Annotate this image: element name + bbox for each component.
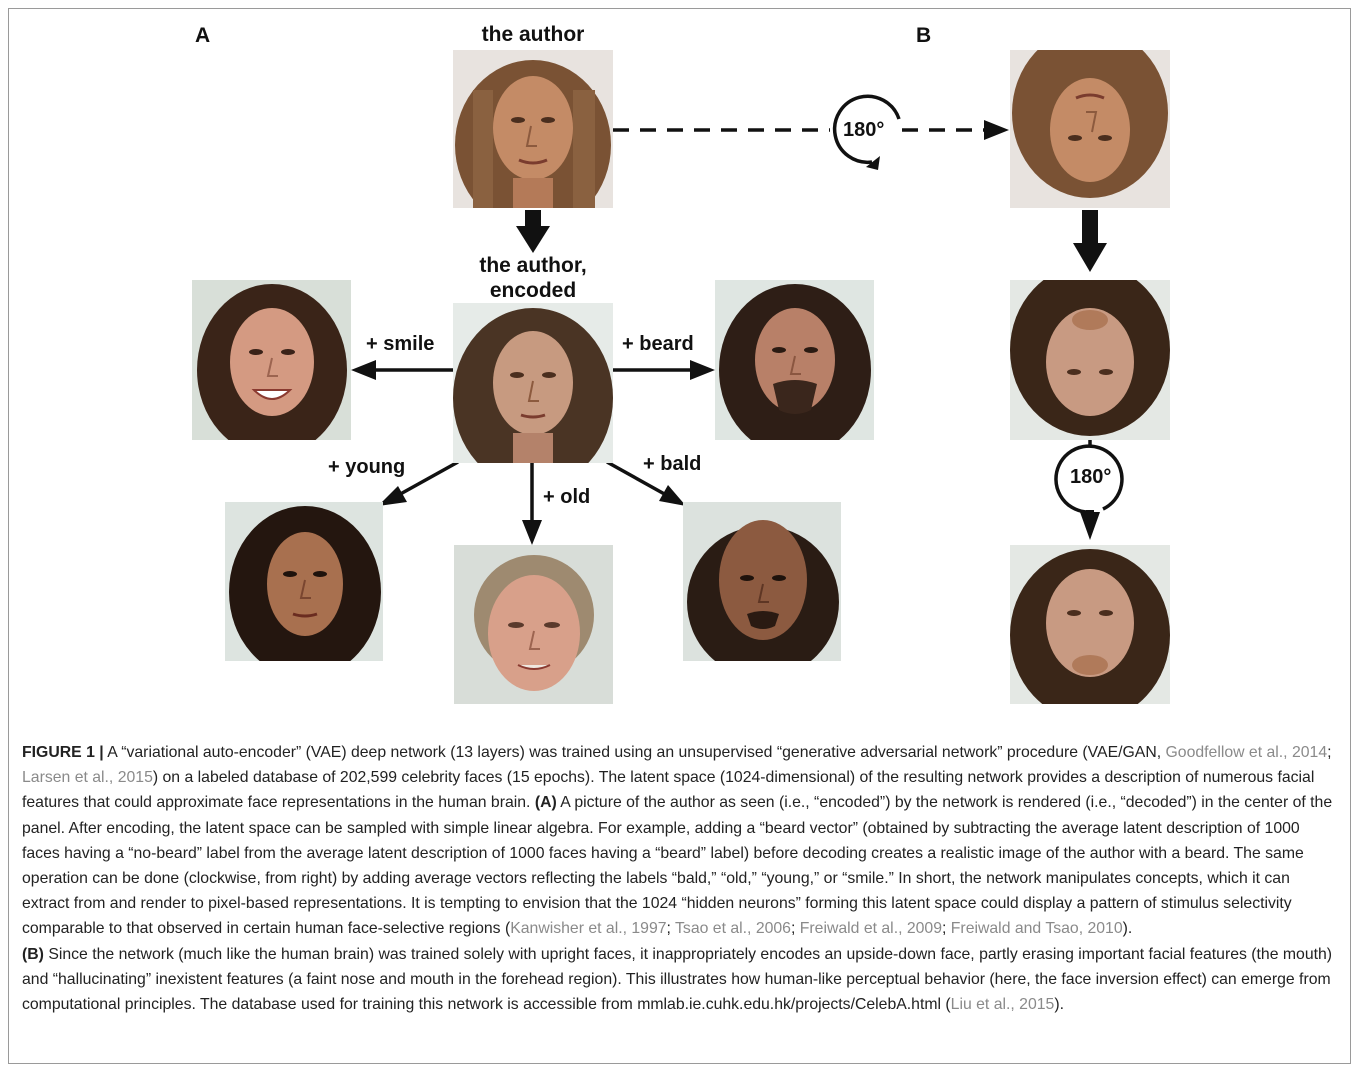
label-young: + young [328, 456, 406, 478]
caption-text-3: A picture of the author as seen (i.e., “… [22, 794, 1333, 938]
label-old: + old [543, 486, 591, 508]
caption-text-2: ) on a labeled database of 202,599 celeb… [22, 769, 1315, 812]
face-beard [715, 280, 874, 440]
caption-figure-label: FIGURE 1 | [22, 744, 104, 761]
figure-caption: FIGURE 1 | A “variational auto-encoder” … [22, 740, 1340, 1017]
face-encoded [453, 303, 613, 463]
caption-ref-kanwisher[interactable]: Kanwisher et al., 1997 [510, 920, 667, 938]
caption-ref-freiwald-tsao[interactable]: Freiwald and Tsao, 2010 [950, 920, 1123, 938]
arrow-encode [516, 210, 550, 253]
title-encoded-line2: encoded [489, 279, 577, 302]
arrow-smile [351, 360, 453, 380]
rotate-circle-bottom [1054, 440, 1124, 540]
caption-ref-liu[interactable]: Liu et al., 2015 [950, 996, 1055, 1014]
caption-ref-tsao[interactable]: Tsao et al., 2006 [675, 920, 791, 938]
label-smile: + smile [366, 333, 435, 355]
face-young [225, 502, 383, 661]
panel-b-label: B [916, 24, 932, 47]
caption-text-5: Since the network (much like the human b… [22, 945, 1333, 1014]
arrow-beard [612, 360, 715, 380]
face-old [454, 545, 613, 704]
caption-sep-1: ; [1327, 744, 1332, 761]
figure-frame [8, 8, 1351, 1064]
caption-panel-a-label: (A) [534, 794, 557, 812]
caption-panel-b-label: (B) [22, 945, 44, 963]
rotate-label-bottom: 180° [1070, 466, 1112, 488]
diagram-arrows [351, 94, 1124, 545]
label-bald: + bald [643, 453, 702, 475]
arrow-bald [606, 460, 686, 506]
caption-ref-larsen[interactable]: Larsen et al., 2015 [22, 769, 153, 787]
title-the-author: the author [481, 23, 585, 46]
face-author-photo [453, 50, 613, 208]
panel-a-label: A [195, 24, 211, 47]
label-beard: + beard [622, 333, 694, 355]
caption-text-1: A “variational auto-encoder” (VAE) deep … [103, 744, 1166, 761]
face-reencoded-rotated [1010, 545, 1170, 704]
face-upside-down-encoded [1010, 280, 1170, 440]
arrow-b-encode [1073, 210, 1107, 272]
rotate-label-top: 180° [843, 119, 885, 141]
arrow-rotate-dashed [613, 120, 1009, 140]
face-bald [683, 502, 841, 661]
caption-sep-4: ; [790, 920, 800, 938]
face-upside-down [1010, 50, 1170, 208]
face-smile [192, 280, 351, 440]
caption-sep-5: ; [942, 920, 951, 938]
caption-text-6: ). [1054, 996, 1064, 1014]
caption-sep-3: ; [666, 920, 676, 938]
title-encoded-line1: the author, [479, 254, 587, 277]
caption-ref-goodfellow[interactable]: Goodfellow et al., 2014 [1165, 744, 1328, 761]
arrow-young [378, 460, 459, 506]
arrow-old [522, 462, 542, 545]
caption-ref-freiwald-2009[interactable]: Freiwald et al., 2009 [799, 920, 942, 938]
caption-text-4: ). [1122, 920, 1133, 938]
rotate-circle-top [832, 94, 901, 170]
